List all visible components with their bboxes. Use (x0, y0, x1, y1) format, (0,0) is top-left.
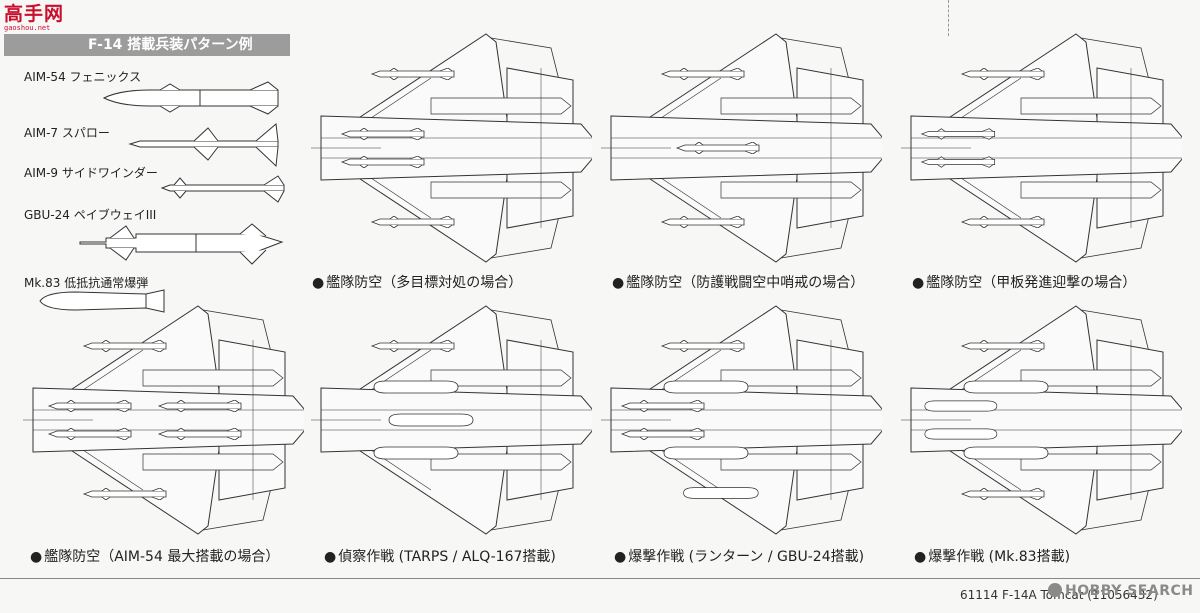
pattern-caption-7: ●爆撃作戦 (Mk.83搭載) (914, 546, 1070, 566)
weapon-label-mk83: Mk.83 低抵抗通常爆弾 (24, 276, 149, 290)
pattern-caption-2: ●艦隊防空（防護戦闘空中哨戒の場合） (612, 272, 864, 292)
pattern-caption-4-text: 艦隊防空（AIM-54 最大搭載の場合） (44, 549, 280, 565)
aim54-drawing (102, 81, 279, 115)
weapon-label-aim7: AIM-7 スパロー (24, 126, 110, 140)
bullet-icon: ● (612, 275, 625, 291)
jet-pattern-4-drawing (22, 300, 304, 540)
watermark: HOBBY SEARCH (1048, 583, 1193, 599)
watermark-text: HOBBY SEARCH (1065, 583, 1194, 599)
mk83-drawing (39, 289, 165, 313)
site-logo: 高手网 gaoshou.net (4, 4, 78, 34)
pattern-caption-3-text: 艦隊防空（甲板発進迎撃の場合） (926, 275, 1137, 291)
pattern-caption-2-text: 艦隊防空（防護戦闘空中哨戒の場合） (626, 275, 865, 291)
pattern-caption-5-text: 偵察作戦 (TARPS / ALQ-167搭載) (338, 549, 556, 565)
watermark-icon (1048, 583, 1062, 597)
bullet-icon: ● (312, 275, 325, 291)
pattern-caption-7-text: 爆撃作戦 (Mk.83搭載) (928, 549, 1071, 565)
gbu24-drawing (79, 223, 284, 265)
jet-pattern-3-drawing (900, 28, 1182, 268)
fold-line (948, 0, 950, 36)
bullet-icon: ● (914, 549, 927, 565)
pattern-caption-1: ●艦隊防空（多目標対処の場合） (312, 272, 522, 292)
section-header: F-14 搭載兵装パターン例 (4, 34, 290, 56)
jet-pattern-2-drawing (600, 28, 882, 268)
bullet-icon: ● (614, 549, 627, 565)
pattern-caption-3: ●艦隊防空（甲板発進迎撃の場合） (912, 272, 1136, 292)
weapon-label-aim9: AIM-9 サイドワインダー (24, 166, 158, 180)
logo-subtext: gaoshou.net (4, 24, 51, 32)
pattern-caption-6: ●爆撃作戦 (ランターン / GBU-24搭載) (614, 546, 864, 566)
aim9-drawing (160, 175, 285, 203)
bullet-icon: ● (912, 275, 925, 291)
jet-pattern-5-drawing (310, 300, 592, 540)
jet-pattern-6-drawing (600, 300, 882, 540)
aim7-drawing (128, 123, 279, 168)
pattern-caption-4: ●艦隊防空（AIM-54 最大搭載の場合） (30, 546, 279, 566)
pattern-caption-6-text: 爆撃作戦 (ランターン / GBU-24搭載) (628, 549, 865, 565)
logo-text: 高手网 (4, 3, 65, 25)
bottom-rule (0, 578, 1200, 579)
bullet-icon: ● (30, 549, 43, 565)
jet-pattern-1-drawing (310, 28, 592, 268)
weapon-label-aim54: AIM-54 フェニックス (24, 70, 142, 84)
bullet-icon: ● (324, 549, 337, 565)
weapon-label-gbu24: GBU-24 ペイブウェイIII (24, 208, 157, 222)
pattern-caption-1-text: 艦隊防空（多目標対処の場合） (326, 275, 523, 291)
jet-pattern-7-drawing (900, 300, 1182, 540)
pattern-caption-5: ●偵察作戦 (TARPS / ALQ-167搭載) (324, 546, 556, 566)
